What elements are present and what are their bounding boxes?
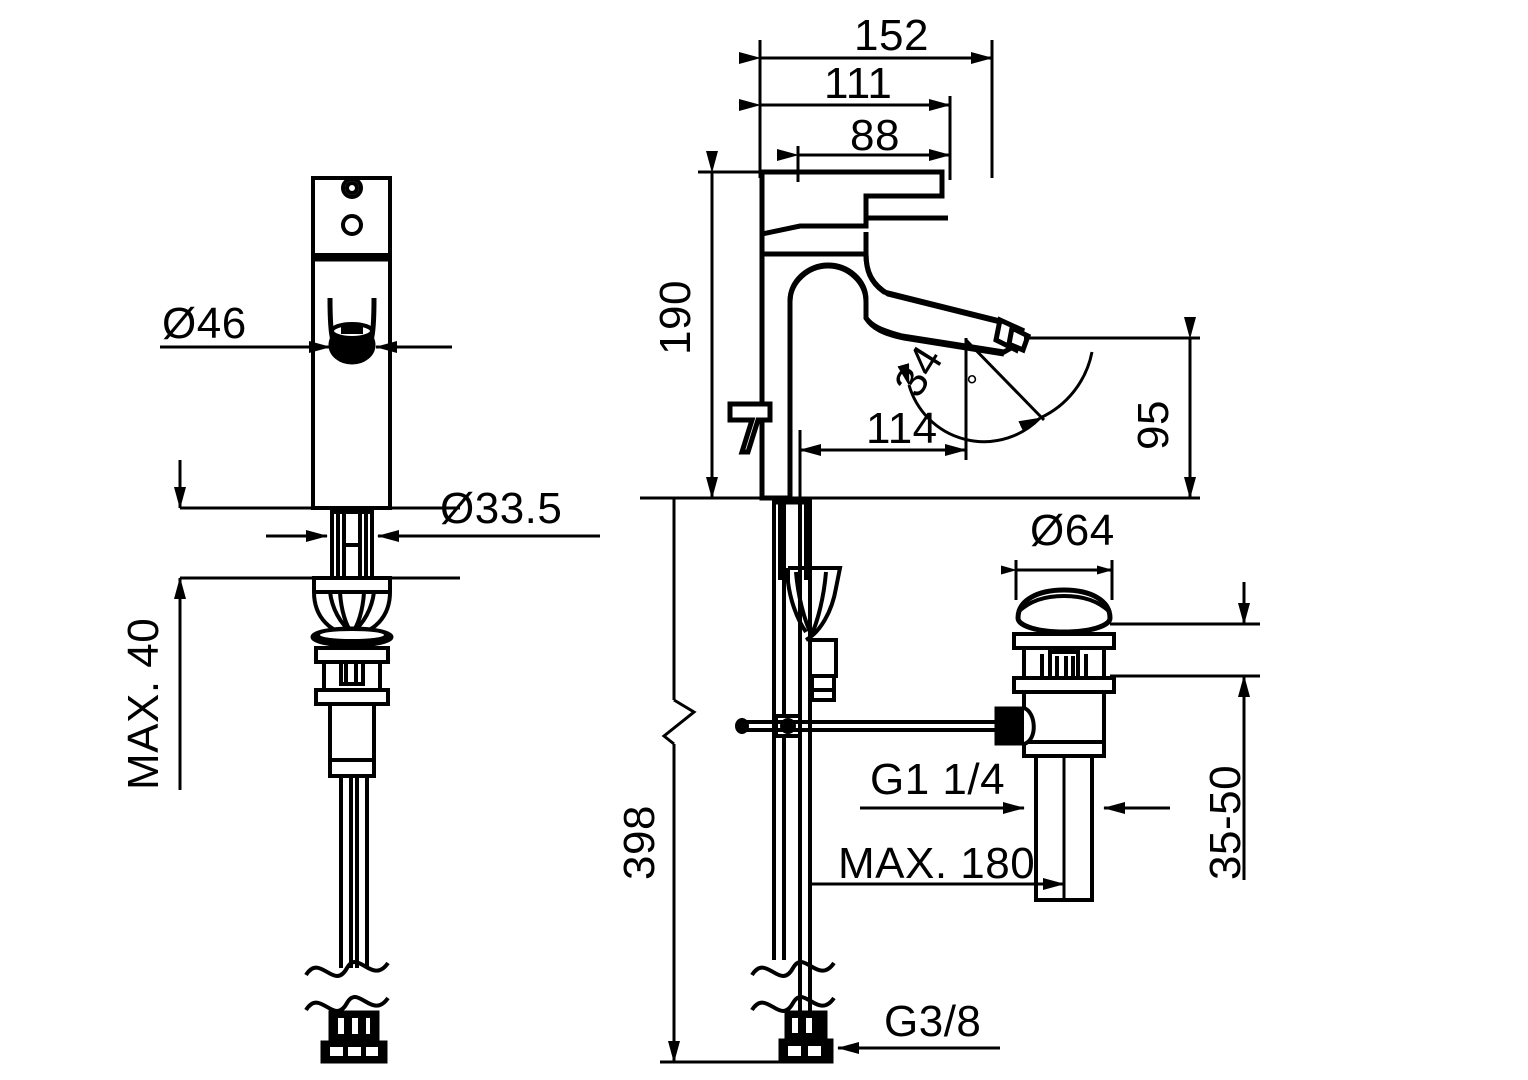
side-view-fixing-nut bbox=[808, 638, 838, 702]
front-view-cap-holes bbox=[341, 177, 363, 236]
waste-stopper-cap bbox=[1015, 587, 1113, 635]
side-view-connector bbox=[778, 1010, 834, 1064]
front-view-connector bbox=[320, 1010, 388, 1064]
dim-max-180 bbox=[808, 756, 1066, 940]
dim-label-95: 95 bbox=[1129, 400, 1178, 450]
dim-label-dia-33-5: Ø33.5 bbox=[440, 484, 562, 533]
side-view-spout-outline bbox=[762, 253, 1005, 501]
dim-111 bbox=[739, 96, 952, 180]
dim-95 bbox=[1024, 317, 1200, 499]
waste-rod-boss bbox=[994, 706, 1036, 746]
side-view-shank bbox=[772, 498, 812, 1012]
dim-label-dia-64: Ø64 bbox=[1030, 506, 1115, 555]
dim-88 bbox=[777, 146, 951, 182]
dim-label-g1-1-4: G1 1/4 bbox=[870, 755, 1005, 804]
waste-grid-collar bbox=[1022, 646, 1106, 680]
dim-label-g3-8: G3/8 bbox=[884, 997, 981, 1046]
waste-upper-flange bbox=[1012, 676, 1116, 694]
dim-label-35-50: 35-50 bbox=[1201, 765, 1250, 880]
dim-190 bbox=[660, 151, 762, 500]
side-view-lever-fill bbox=[759, 169, 945, 238]
front-view-upper-flange bbox=[314, 646, 390, 664]
dim-label-152: 152 bbox=[854, 11, 929, 60]
dim-label-max-180: MAX. 180 bbox=[838, 839, 1035, 888]
front-view-gasket bbox=[310, 626, 394, 648]
side-view-rod-clamp bbox=[774, 714, 802, 738]
side-view-aerator-tip bbox=[993, 316, 1032, 354]
side-view-cone-washer bbox=[786, 566, 843, 642]
side-view-break-lines bbox=[750, 960, 836, 1013]
front-view-lower-flange bbox=[314, 688, 390, 706]
front-view-shank bbox=[330, 508, 374, 578]
dim-label-dia-46: Ø46 bbox=[162, 299, 247, 348]
waste-seal-ring bbox=[1012, 632, 1116, 650]
dim-label-398: 398 bbox=[615, 805, 664, 880]
side-view-pull-rod bbox=[735, 718, 1000, 734]
dim-label-114: 114 bbox=[866, 404, 938, 453]
dim-label-34-value: 34 bbox=[885, 337, 953, 405]
dim-label-190: 190 bbox=[651, 280, 700, 355]
dim-angle-34 bbox=[897, 338, 1094, 444]
dim-label-111: 111 bbox=[824, 59, 892, 108]
front-view-cone-washer bbox=[312, 576, 392, 637]
front-view-break-lines bbox=[304, 960, 390, 1013]
dim-label-max-40: MAX. 40 bbox=[119, 618, 168, 790]
side-view-popup-lever bbox=[727, 401, 773, 455]
dim-label-88: 88 bbox=[850, 111, 900, 160]
front-view-aerator bbox=[328, 322, 376, 365]
dim-label-34-degree: ° bbox=[966, 370, 979, 403]
waste-body bbox=[1022, 690, 1106, 758]
dim-max-40 bbox=[174, 460, 460, 790]
dim-398 bbox=[640, 496, 800, 1064]
front-view-supply-hoses bbox=[339, 776, 369, 968]
dim-dia-64 bbox=[1001, 560, 1114, 600]
front-view-body-tube bbox=[328, 702, 376, 778]
front-view-mount-block bbox=[322, 660, 382, 692]
dim-35-50 bbox=[1110, 582, 1260, 880]
